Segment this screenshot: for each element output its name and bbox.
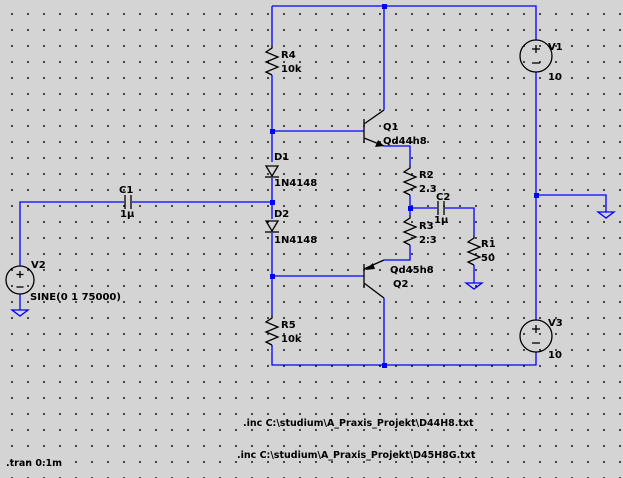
diode-d2-name: D2: [274, 209, 289, 220]
resistor-r1-symbol: [466, 235, 482, 266]
ground-icon: [596, 211, 616, 219]
junction-dot: [270, 200, 275, 205]
spice-directive-tran[interactable]: .tran 0.1m: [6, 458, 62, 469]
ground-icon: [464, 282, 484, 290]
diode-d1[interactable]: D1 1N4148: [264, 152, 317, 189]
capacitor-c1-name: C1: [119, 185, 133, 196]
capacitor-c2-value: 1µ: [434, 215, 449, 226]
resistor-r3-name: R3: [419, 221, 434, 232]
resistor-r3[interactable]: R3 2.3: [402, 215, 437, 246]
diode-d2[interactable]: D2 1N4148: [264, 209, 317, 246]
wire-top-rail: [272, 5, 537, 40]
transistor-q1-model: Qd44h8: [383, 136, 427, 147]
wire-bottom-rail: [271, 345, 537, 366]
voltage-source-v1[interactable]: V1 10: [519, 39, 563, 83]
transistor-q1-arrow: [375, 140, 384, 147]
resistor-r5-symbol: [264, 315, 280, 346]
resistor-r1-name: R1: [481, 239, 496, 250]
junctions: [270, 4, 539, 368]
resistor-r2-value: 2.3: [419, 184, 437, 195]
resistor-r2-name: R2: [419, 170, 434, 181]
wires: [19, 5, 607, 366]
resistor-r5-value: 10k: [281, 334, 302, 345]
transistor-q2-name: Q2: [393, 279, 409, 290]
voltage-source-v3-circle: [519, 319, 553, 353]
junction-dot: [382, 363, 387, 368]
resistor-r5-name: R5: [281, 320, 296, 331]
wire-q1-emitter: [384, 145, 411, 165]
resistor-r1-value: 50: [481, 253, 495, 264]
voltage-source-v3-value: 10: [548, 350, 562, 361]
wire-mid-gnd: [536, 194, 607, 212]
transistor-q1[interactable]: Q1 Qd44h8: [363, 109, 427, 147]
voltage-source-v2-name: V2: [31, 260, 46, 271]
transistor-q2-model: Qd45h8: [390, 265, 434, 276]
junction-dot: [270, 274, 275, 279]
capacitor-c1[interactable]: C1 1µ: [119, 185, 135, 220]
voltage-source-v2-circle: [5, 265, 35, 295]
resistor-r4-symbol: [264, 45, 280, 76]
wire-v2-c1: [19, 201, 124, 266]
voltage-source-v1-name: V1: [548, 42, 563, 53]
transistor-q2-arrow: [365, 263, 375, 270]
resistor-r1[interactable]: R1 50: [466, 235, 496, 266]
transistor-q2[interactable]: Qd45h8 Q2: [363, 259, 434, 299]
voltage-source-v2-value: SINE(0 1 75000): [30, 292, 121, 303]
voltage-source-v2[interactable]: V2 SINE(0 1 75000): [5, 260, 121, 303]
capacitor-c2-name: C2: [436, 192, 450, 203]
voltage-source-v3[interactable]: V3 10: [519, 318, 563, 361]
spice-directive-inc-d45h8g[interactable]: .inc C:\studium\A_Praxis_Projekt\D45H8G.…: [237, 450, 476, 461]
wire-c2-r1: [445, 207, 475, 235]
transistor-q1-collector: [363, 109, 385, 125]
wire-q2-emitter: [384, 245, 411, 261]
voltage-source-v1-value: 10: [548, 72, 562, 83]
voltage-source-v3-name: V3: [548, 318, 563, 329]
transistor-q1-name: Q1: [383, 122, 399, 133]
diode-d2-symbol: [264, 220, 280, 233]
diode-d1-symbol: [264, 165, 280, 178]
capacitor-c2[interactable]: C2 1µ: [434, 192, 450, 226]
voltage-source-v1-circle: [519, 39, 553, 73]
resistor-r4[interactable]: R4 10k: [264, 45, 302, 76]
resistor-r4-value: 10k: [281, 64, 302, 75]
diode-d1-name: D1: [274, 152, 289, 163]
transistor-q2-collector: [363, 282, 385, 299]
diode-d2-value: 1N4148: [274, 235, 317, 246]
transistor-q2-emitter: [363, 259, 385, 270]
junction-dot: [382, 4, 387, 9]
junction-dot: [408, 206, 413, 211]
resistor-r3-symbol: [402, 215, 418, 246]
resistor-r2[interactable]: R2 2.3: [402, 165, 437, 196]
spice-directive-inc-d44h8[interactable]: .inc C:\studium\A_Praxis_Projekt\D44H8.t…: [243, 418, 474, 429]
resistor-r2-symbol: [402, 165, 418, 196]
ground-icon: [10, 309, 30, 317]
resistor-r4-name: R4: [281, 50, 296, 61]
diode-d1-value: 1N4148: [274, 178, 317, 189]
junction-dot: [534, 193, 539, 198]
junction-dot: [270, 129, 275, 134]
capacitor-c1-value: 1µ: [120, 209, 135, 220]
resistor-r3-value: 2.3: [419, 235, 437, 246]
resistor-r5[interactable]: R5 10k: [264, 315, 302, 346]
